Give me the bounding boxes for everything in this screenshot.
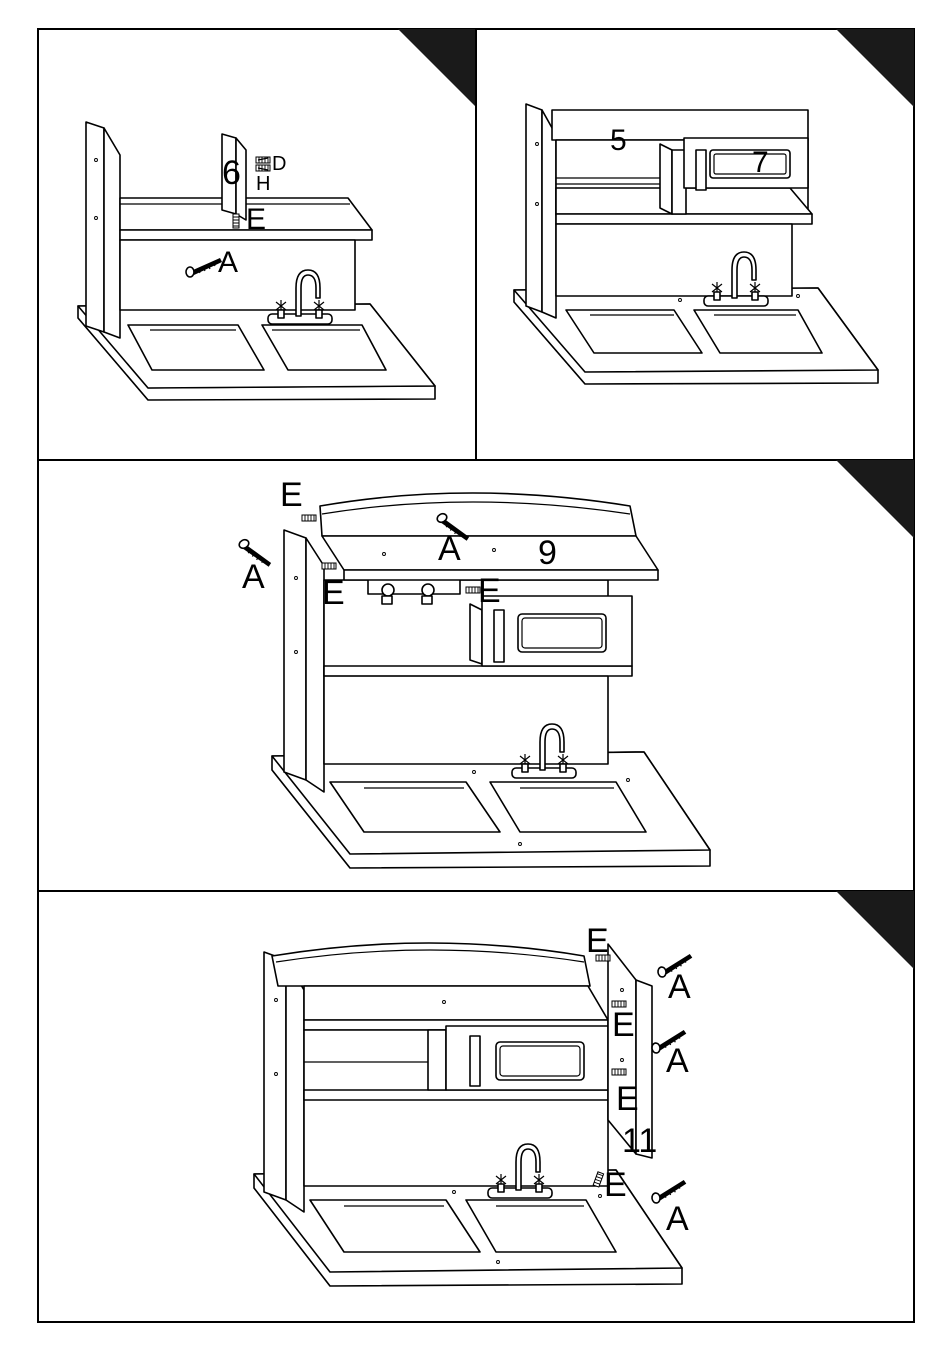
dowel-e-1-label: E	[586, 922, 609, 960]
part-11-label: 11	[622, 1122, 657, 1160]
part-6-label: 6	[222, 154, 241, 192]
screw-a-2-label: A	[666, 1042, 689, 1080]
dowel-e-4-label: E	[604, 1166, 627, 1204]
step-4-drawing: E A E A E 11 E A	[254, 922, 694, 1286]
part-5-label: 5	[610, 124, 627, 157]
step-corner-marker	[836, 29, 914, 107]
screw-a-label: A	[218, 246, 238, 279]
step-1-drawing: 6 D H E A	[78, 122, 435, 400]
step-3-drawing: E A A 9 E E	[238, 476, 710, 868]
step-2-drawing: 5 7	[514, 104, 878, 384]
part-7-label: 7	[752, 146, 769, 179]
dowel-e-3-label: E	[616, 1080, 639, 1118]
step-corner-marker	[836, 460, 914, 538]
dowel-e-left-label: E	[322, 574, 345, 612]
dowel-e-label: E	[246, 203, 266, 236]
screw-a-3-label: A	[666, 1200, 689, 1238]
screw-a-1-label: A	[668, 968, 691, 1006]
dowel-d-label: D	[272, 153, 286, 175]
dowel-e-top-label: E	[280, 476, 303, 514]
dowel-e-right-label: E	[478, 572, 501, 610]
dowel-h-label: H	[256, 173, 270, 195]
screw-a-top-label: A	[438, 530, 461, 568]
screw-a-left-label: A	[242, 558, 265, 596]
step-corner-marker	[836, 891, 914, 969]
step-corner-marker	[398, 29, 476, 107]
dowel-e-2-label: E	[612, 1006, 635, 1044]
part-9-label: 9	[538, 534, 557, 572]
